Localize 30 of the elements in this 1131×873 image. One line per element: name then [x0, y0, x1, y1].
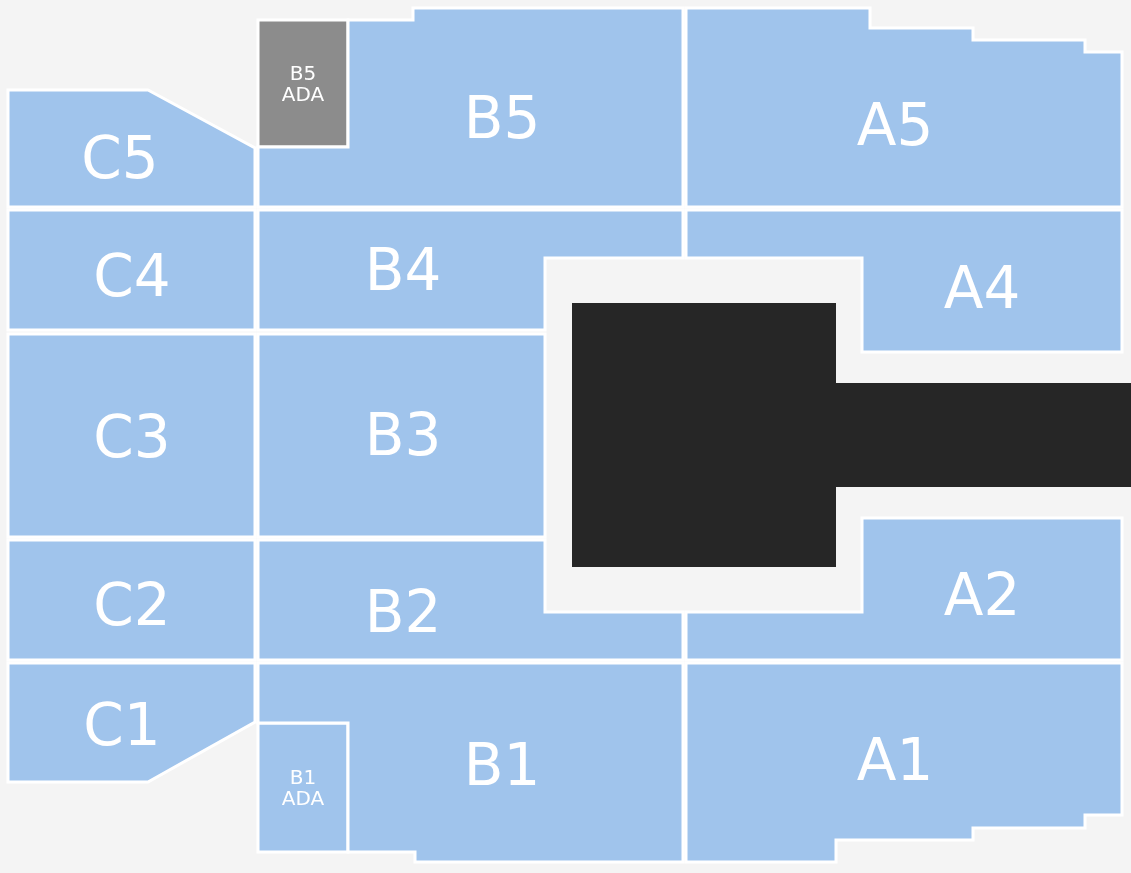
- seating-section: [258, 723, 348, 852]
- seating-section: [258, 540, 683, 660]
- section-label: C4: [93, 245, 171, 307]
- section-label: C5: [81, 127, 159, 189]
- seating-section: [258, 334, 545, 537]
- seating-section: [8, 663, 255, 782]
- seating-section: [258, 20, 348, 147]
- section-label: B1: [463, 734, 541, 796]
- seating-section: [686, 663, 1122, 862]
- section-label: A5: [856, 94, 934, 156]
- section-label: B4: [364, 239, 442, 301]
- seating-section: [8, 210, 255, 330]
- seating-section: [258, 210, 683, 330]
- section-label: C1: [83, 694, 161, 756]
- section-label: A4: [943, 257, 1021, 319]
- seating-section: [8, 334, 255, 537]
- section-label: B5: [463, 87, 541, 149]
- seating-section: [8, 540, 255, 660]
- section-label: B1 ADA: [280, 767, 326, 809]
- section-label: B3: [364, 404, 442, 466]
- seating-section: [686, 518, 1122, 660]
- seating-section: [8, 90, 255, 207]
- section-label: B5 ADA: [280, 63, 326, 105]
- section-label: C2: [93, 574, 171, 636]
- section-label: A1: [856, 729, 934, 791]
- section-label: C3: [93, 406, 171, 468]
- section-label: A2: [943, 564, 1021, 626]
- seating-section: [686, 8, 1122, 207]
- seating-section: [686, 210, 1122, 352]
- section-label: B2: [364, 581, 442, 643]
